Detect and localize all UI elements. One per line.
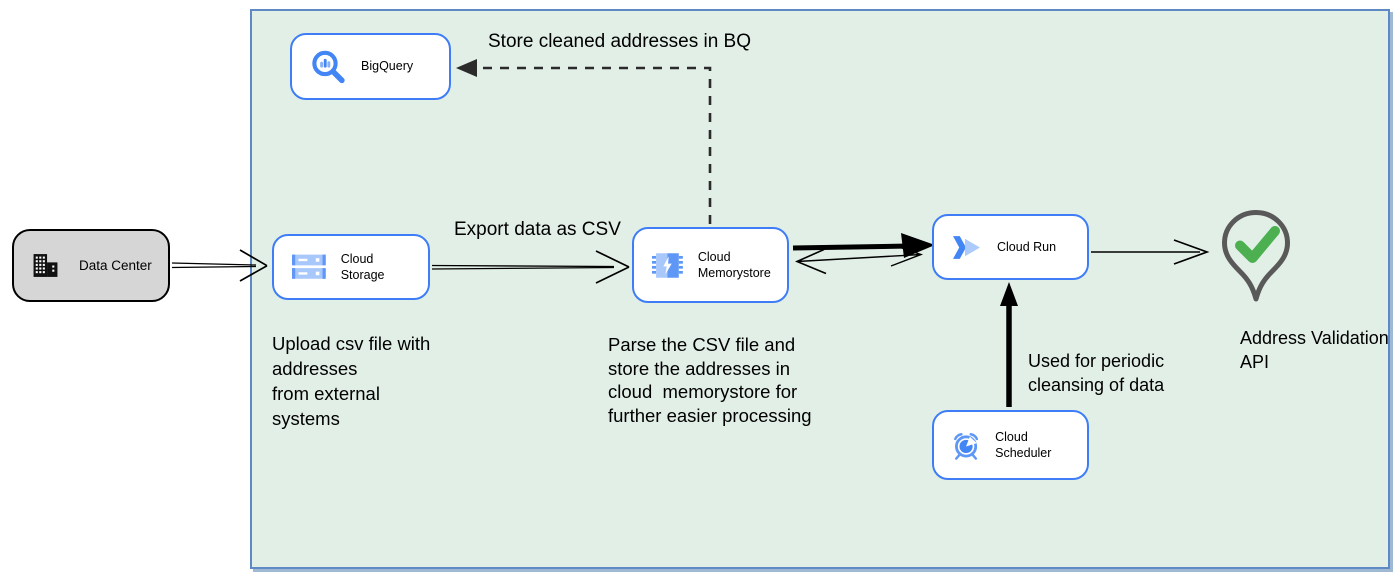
node-cloud-memorystore[interactable]: Cloud Memorystore [632,227,789,303]
cloud-scheduler-icon [954,432,979,460]
annotation-line: systems [272,408,340,429]
node-label: Cloud Storage [340,251,385,282]
annotation-parse-csv: Parse the CSV file and store the address… [608,333,812,427]
cloud-run-icon [953,235,980,259]
node-cloud-run[interactable]: Cloud Run [932,214,1089,280]
cloud-storage-icon [292,254,326,279]
address-validation-label: Address Validation API [1240,326,1389,374]
annotation-line: from external [272,383,380,404]
annotation-text: Export data as CSV [454,219,621,240]
label-line: Address Validation [1240,328,1389,348]
annotation-line: Used for periodic [1028,351,1165,371]
annotation-line: further easier processing [608,404,812,426]
annotation-store-bq: Store cleaned addresses in BQ [488,31,751,53]
annotation-line: cleansing of data [1028,375,1165,395]
label-line: API [1240,352,1270,372]
node-bigquery[interactable]: BigQuery [290,33,451,100]
annotation-line: cloud memorystore for [608,381,798,402]
node-label: Cloud Scheduler [995,429,1052,460]
annotation-periodic-cleansing: Used for periodic cleansing of data [1028,349,1164,397]
node-cloud-scheduler[interactable]: Cloud Scheduler [932,410,1089,480]
node-label: Data Center [79,257,152,273]
data-center-icon [33,254,58,277]
node-label: BigQuery [361,59,414,74]
node-data-center[interactable]: Data Center [12,229,170,302]
annotation-text: Store cleaned addresses in BQ [488,31,751,52]
node-label: Cloud Run [997,239,1057,254]
annotation-export-csv: Export data as CSV [454,219,621,241]
cloud-memorystore-icon [652,252,683,278]
node-label: Cloud Memorystore [697,249,771,280]
map-pin-check-icon [1222,210,1290,302]
annotation-line: addresses [272,358,358,379]
annotation-line: Upload csv file with [272,333,431,354]
solution-boundary-container[interactable] [250,9,1390,569]
annotation-line: store the addresses in [608,357,791,379]
annotation-line: Parse the CSV file and [608,334,796,355]
node-cloud-storage[interactable]: Cloud Storage [272,234,430,300]
node-address-validation-api[interactable] [1221,209,1291,311]
annotation-upload-csv: Upload csv file with addresses from exte… [272,331,430,431]
bigquery-icon [312,50,345,84]
